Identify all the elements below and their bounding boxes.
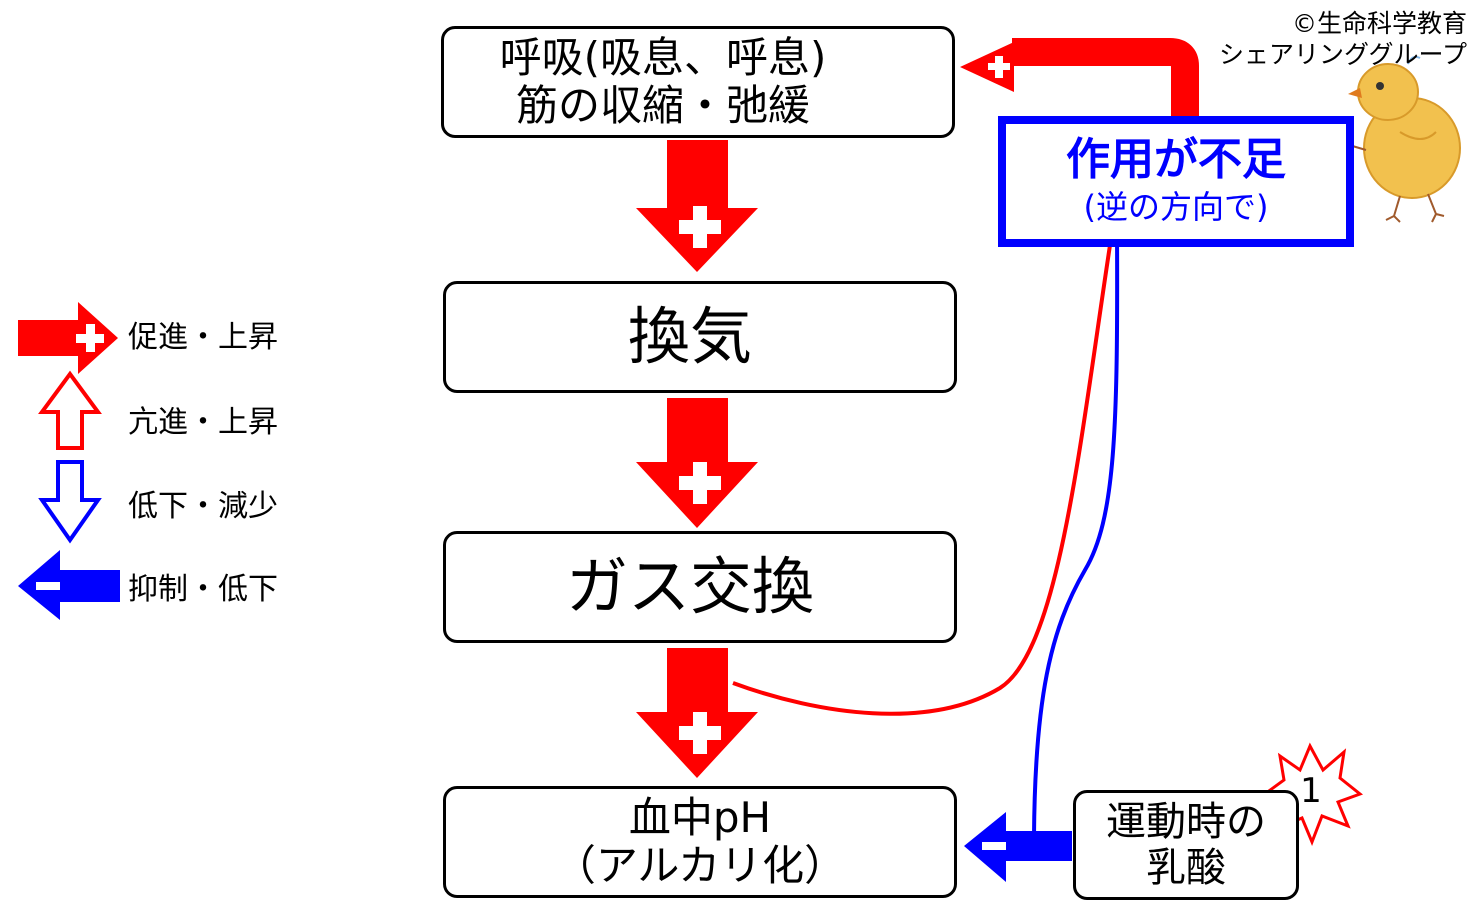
node-blood-ph: 血中pH （アルカリ化） bbox=[443, 786, 957, 898]
red-connector-curve bbox=[732, 231, 1114, 716]
node-blood-ph-line1: 血中pH bbox=[628, 792, 772, 842]
copyright: ©生命科学教育 シェアリンググループ bbox=[1219, 8, 1467, 71]
node-respiration-line1: 呼吸(吸息、呼息) bbox=[499, 32, 827, 82]
promote-arrow-2 bbox=[636, 398, 758, 528]
node-ventilation: 換気 bbox=[443, 281, 957, 393]
node-lactic-acid: 運動時の 乳酸 bbox=[1073, 790, 1299, 900]
node-insufficient-line2: (逆の方向で) bbox=[1083, 188, 1269, 227]
legend-label-inhibit: 抑制・低下 bbox=[128, 572, 278, 607]
node-respiration: 呼吸(吸息、呼息) 筋の収縮・弛緩 bbox=[441, 26, 955, 138]
node-lactic-acid-line1: 運動時の bbox=[1106, 799, 1266, 845]
promote-arrow-1 bbox=[636, 140, 758, 272]
node-ventilation-label: 換気 bbox=[627, 300, 752, 373]
legend-blue-minus-arrow-icon bbox=[18, 550, 120, 620]
node-insufficient: 作用が不足 (逆の方向で) bbox=[998, 116, 1354, 247]
copyright-line-2: シェアリンググループ bbox=[1218, 40, 1467, 70]
legend-red-up-arrow-icon bbox=[38, 370, 102, 450]
promote-arrow-3 bbox=[636, 648, 758, 778]
node-blood-ph-line2: （アルカリ化） bbox=[553, 841, 847, 890]
inhibit-arrow bbox=[964, 812, 1072, 882]
blue-connector-curve bbox=[1032, 231, 1120, 837]
node-insufficient-line1: 作用が不足 bbox=[1066, 134, 1286, 186]
copyright-line-1: ©生命科学教育 bbox=[1291, 9, 1467, 38]
legend-label-decrease: 低下・減少 bbox=[128, 489, 278, 524]
chick-mascot-icon bbox=[1323, 55, 1461, 223]
legend-blue-down-arrow-icon bbox=[38, 460, 102, 544]
node-gas-exchange-label: ガス交換 bbox=[565, 550, 814, 623]
node-lactic-acid-line2: 乳酸 bbox=[1146, 845, 1226, 891]
legend-label-promote: 促進・上昇 bbox=[128, 320, 278, 355]
node-respiration-line2: 筋の収縮・弛緩 bbox=[515, 81, 810, 130]
badge-number: 1 bbox=[1300, 771, 1322, 811]
legend-label-enhance: 亢進・上昇 bbox=[128, 405, 278, 440]
node-gas-exchange: ガス交換 bbox=[443, 531, 957, 643]
legend-red-plus-arrow-icon bbox=[18, 302, 118, 374]
feedback-promote-arrow bbox=[960, 38, 1199, 118]
